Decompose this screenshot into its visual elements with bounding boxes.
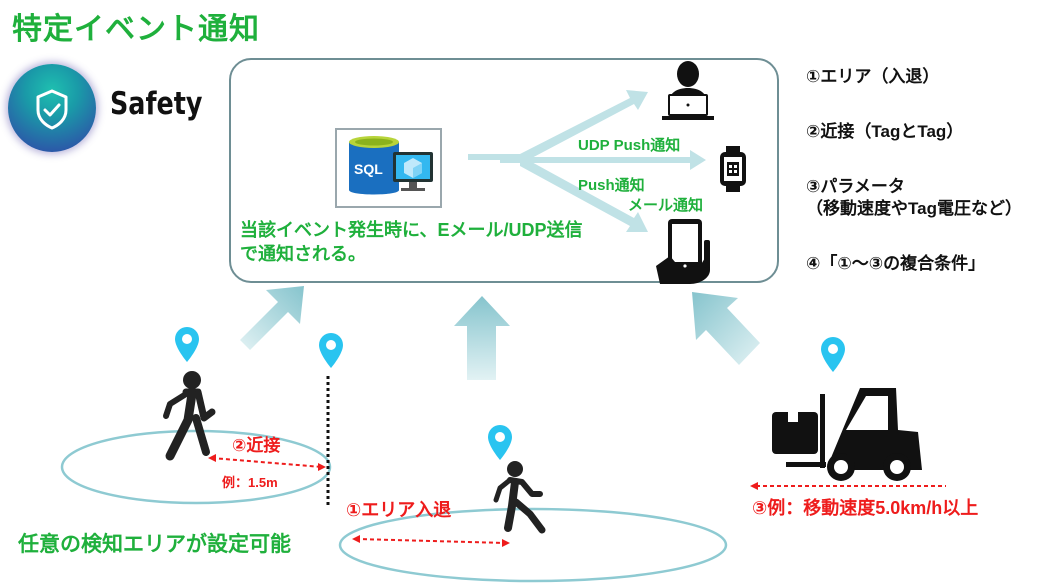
condition-item: ②近接（TagとTag） [806, 122, 964, 141]
fanout-arrows [468, 90, 706, 232]
location-pin-icon [319, 333, 343, 368]
location-pin-icon [488, 425, 512, 460]
location-pin-icon [821, 337, 845, 372]
push-label: Push通知 [578, 177, 645, 194]
sql-label: SQL [354, 161, 383, 177]
proximity-distance-arrow [208, 454, 326, 471]
description-line-2: で通知される。 [240, 244, 366, 264]
condition-item: ③パラメータ [806, 177, 905, 196]
mail-label: メール通知 [628, 197, 704, 214]
proximity-example: 例：1.5m [222, 475, 278, 490]
description-line-1: 当該イベント発生時に、Eメール/UDP送信 [240, 220, 583, 240]
safety-badge [8, 64, 96, 152]
arrow-up-right [692, 292, 760, 365]
laptop-user-icon [662, 61, 714, 120]
detection-area-ellipse [338, 507, 728, 583]
condition-item: ①エリア（入退） [806, 67, 940, 86]
smartwatch-icon [720, 146, 746, 192]
condition-list: ①エリア（入退） ②近接（TagとTag） ③パラメータ （移動速度やTag電圧… [806, 66, 1022, 308]
forklift-icon [772, 388, 922, 481]
sql-database-icon: SQL [349, 136, 433, 195]
udp-push-label: UDP Push通知 [578, 137, 681, 154]
speed-direction-arrow [750, 482, 946, 490]
notification-description: 当該イベント発生時に、Eメール/UDP送信 で通知される。 [240, 218, 582, 266]
arrow-up-left [240, 286, 304, 350]
walking-person-icon [493, 461, 546, 534]
location-pin-icon [175, 327, 199, 362]
area-entry-label: ①エリア入退 [346, 500, 452, 520]
area-entry-arrow [352, 535, 510, 547]
page-title: 特定イベント通知 [12, 13, 260, 46]
arrow-up-center [454, 296, 510, 380]
proximity-label: ②近接 [232, 436, 281, 455]
condition-item-detail: （移動速度やTag電圧など） [806, 199, 1022, 218]
shield-check-icon [36, 89, 68, 130]
walking-person-icon [163, 371, 216, 461]
smartphone-hand-icon [656, 219, 710, 284]
speed-label: ③例：移動速度5.0km/h以上 [752, 498, 979, 518]
detection-area-note: 任意の検知エリアが設定可能 [18, 533, 291, 556]
condition-item: ④「①～③の複合条件」 [806, 254, 986, 273]
safety-label: Safety [110, 86, 203, 122]
sql-server-box: SQL [335, 128, 442, 208]
